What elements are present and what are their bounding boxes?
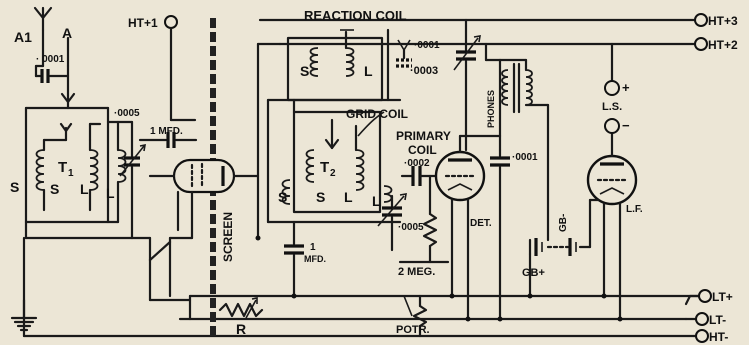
det-valve	[434, 134, 486, 321]
label-gb-plus: GB+	[522, 267, 545, 279]
label-cap-0002: ·0002	[404, 158, 430, 169]
earth-symbol	[10, 236, 38, 338]
right-terminals	[684, 13, 712, 343]
screen-section	[138, 15, 260, 336]
cap-0003	[453, 18, 481, 152]
label-t1-l: L	[80, 181, 89, 197]
label-r: R	[236, 321, 246, 337]
label-t1-s: S	[50, 181, 59, 197]
label-t2: T	[320, 159, 329, 176]
label-cap-0001-top: · 0001	[36, 54, 65, 65]
ltminus-terminal	[695, 312, 709, 326]
ltplus-terminal	[698, 289, 712, 303]
htminus-terminal	[695, 329, 709, 343]
label-screen: SCREEN	[221, 212, 235, 262]
cap-0002	[400, 166, 442, 186]
rheostat-r	[218, 297, 264, 319]
label-ht3: HT+3	[708, 14, 738, 28]
label-coil: COIL	[408, 143, 437, 157]
label-cap-0001-reaction: ·0001	[414, 40, 440, 51]
cap-1mfd-low	[284, 220, 304, 298]
label-htminus: HT-	[709, 330, 728, 344]
label-t1-sub: 1	[68, 168, 74, 179]
label-ht2: HT+2	[708, 38, 738, 52]
label-det: DET.	[470, 218, 492, 229]
reaction-cap-0001	[396, 39, 412, 68]
labels: A1 A · 0001 ·0005 T 1 S S L L 1 MFD. HT+…	[10, 8, 738, 344]
cap-0005-variable	[377, 193, 407, 252]
label-ls-minus: −	[622, 118, 630, 133]
label-cap-0003: ·0003	[410, 65, 438, 77]
label-phones: PHONES	[486, 90, 496, 128]
potentiometer	[403, 294, 428, 338]
ht2-terminal	[694, 37, 708, 51]
label-gb-minus: GB-	[558, 214, 569, 232]
label-cap-0001-phones: ·0001	[512, 152, 538, 163]
label-t2-l-outer: L	[372, 193, 381, 209]
ht3-terminal	[694, 13, 708, 27]
label-ht1: HT+1	[128, 16, 158, 30]
label-potr: POTR.	[396, 324, 430, 336]
label-1mfd-low-2: MFD.	[304, 254, 326, 264]
label-t1: T	[58, 159, 67, 176]
label-ltminus: LT-	[709, 313, 726, 327]
label-t1-s-outer: S	[10, 179, 19, 195]
t2-coil	[256, 42, 402, 240]
label-cap-0005b: ·0005	[398, 222, 424, 233]
phones-transformer	[458, 42, 550, 242]
label-2meg: 2 MEG.	[398, 266, 435, 278]
ht1-terminal	[164, 15, 178, 29]
label-ls-plus: +	[622, 80, 630, 95]
label-lf: L.F.	[626, 204, 643, 215]
label-ls: L.S.	[602, 101, 622, 113]
label-grid-coil: GRID COIL	[346, 107, 408, 121]
label-t2-l: L	[344, 189, 353, 205]
label-rc-s: S	[300, 63, 309, 79]
label-reaction-coil: REACTION COIL	[304, 8, 407, 23]
junction-dots	[255, 235, 623, 322]
label-ltplus: LT+	[712, 290, 733, 304]
grid-bias-battery	[528, 198, 592, 298]
aerial-section	[33, 6, 76, 110]
label-primary: PRIMARY	[396, 129, 451, 143]
label-1mfd-low-1: 1	[310, 242, 316, 253]
label-1mfd-top: 1 MFD.	[150, 126, 183, 137]
label-t2-sub: 2	[330, 168, 336, 179]
resistor-2meg	[398, 174, 450, 264]
reaction-coil	[278, 28, 390, 102]
t1-coil	[24, 106, 152, 240]
label-cap-0005: ·0005	[114, 108, 140, 119]
label-t2-s: S	[316, 189, 325, 205]
label-t2-s-outer: S	[278, 189, 287, 205]
lf-valve	[586, 132, 638, 321]
label-rc-l: L	[364, 63, 373, 79]
label-a1: A1	[14, 29, 32, 45]
cap-0001-phones	[490, 148, 510, 321]
bus-lines	[22, 18, 702, 338]
loudspeaker-terminals	[604, 42, 620, 134]
label-t1-l-outer: L	[106, 185, 115, 201]
label-a: A	[62, 25, 72, 41]
